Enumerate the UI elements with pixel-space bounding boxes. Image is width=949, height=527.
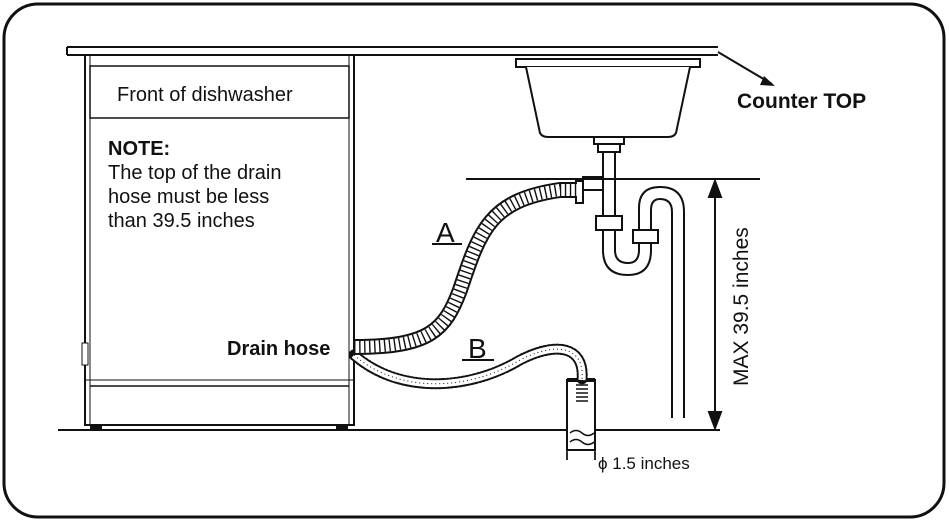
note-line-3: than 39.5 inches [108,210,255,232]
note-line-1: The top of the drain [108,162,281,184]
option-a-label: A [436,217,455,248]
diameter-label: ϕ 1.5 inches [598,454,690,473]
standpipe [566,378,596,460]
counter-top-label: Counter TOP [737,90,866,113]
note-line-2: hose must be less [108,186,269,208]
max-height-dimension [466,178,760,431]
dishwasher [81,54,355,430]
hose-a-path [353,182,577,355]
option-b-label: B [468,333,487,364]
diameter-indicator [566,452,596,460]
max-height-label: MAX 39.5 inches [730,227,753,386]
note-heading: NOTE: [108,138,170,160]
front-of-dishwasher-label: Front of dishwasher [117,84,293,106]
sink-drain-trap [575,152,685,418]
sink [515,58,701,153]
drain-hose-label: Drain hose [227,338,330,360]
